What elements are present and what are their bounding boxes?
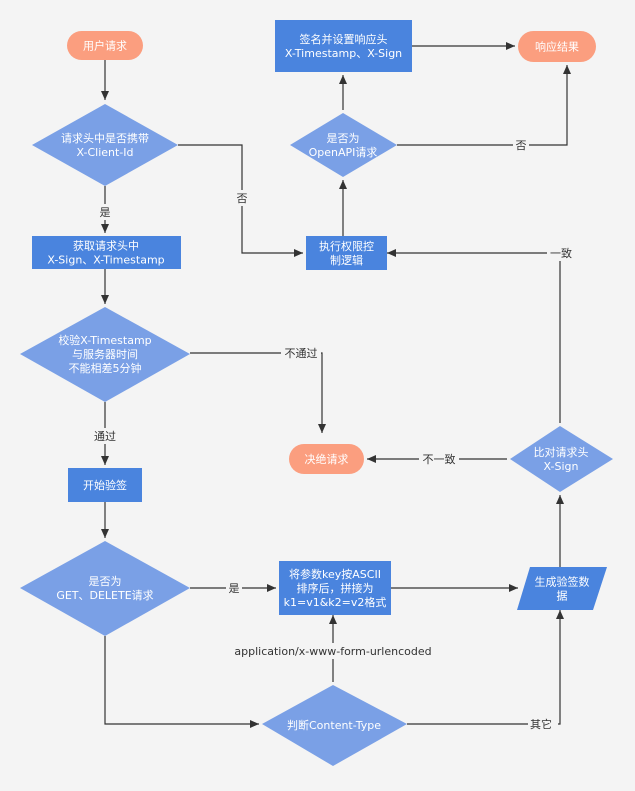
node-label-line: X-Timestamp、X-Sign xyxy=(285,47,402,60)
label-no-client: 否 xyxy=(237,192,248,205)
node-label-line: 制逻辑 xyxy=(330,253,363,267)
terminal-shape xyxy=(518,31,596,62)
node-user-request: 用户请求 xyxy=(67,31,143,60)
edge-openapi-to-response xyxy=(397,65,571,146)
node-label-line: 将参数key按ASCII xyxy=(289,567,381,581)
decision-shape xyxy=(32,104,178,186)
node-label-line: 获取请求头中 xyxy=(73,240,139,253)
edge-timestamp-to-reject xyxy=(190,352,326,433)
edge-contenttype-to-gensign xyxy=(407,610,564,725)
node-label-line: X-Client-Id xyxy=(77,146,134,159)
process-shape xyxy=(279,561,391,615)
label-pass: 通过 xyxy=(94,430,116,443)
decision-shape xyxy=(510,426,613,492)
decision-shape xyxy=(20,541,190,636)
label-other: 其它 xyxy=(530,717,552,731)
node-label-line: 据 xyxy=(557,589,568,603)
node-response: 响应结果 xyxy=(518,31,596,62)
process-shape xyxy=(306,236,387,270)
label-form-urlencoded: application/x-www-form-urlencoded xyxy=(234,645,431,658)
node-label-judge-content-type: 判断Content-Type xyxy=(287,718,381,732)
node-label-line: X-Sign xyxy=(544,460,579,473)
node-label-line: 决绝请求 xyxy=(305,452,349,466)
node-label-line: 比对请求头 xyxy=(534,445,589,459)
edge-compare-to-permission xyxy=(387,249,561,423)
node-label-line: 请求头中是否携带 xyxy=(61,131,149,145)
node-label-line: 签名并设置响应头 xyxy=(300,32,388,46)
node-label-line: 是否为 xyxy=(327,132,360,145)
node-reject: 决绝请求 xyxy=(289,444,364,474)
process-shape xyxy=(68,468,142,502)
node-label-line: 用户请求 xyxy=(83,39,127,53)
terminal-shape xyxy=(67,31,143,60)
node-label-line: X-Sign、X-Timestamp xyxy=(47,254,164,267)
node-label-response: 响应结果 xyxy=(535,40,579,54)
node-label-line: 是否为 xyxy=(89,575,122,588)
node-label-user-request: 用户请求 xyxy=(83,39,127,53)
node-label-line: 排序后，拼接为 xyxy=(297,581,374,595)
label-fail: 不通过 xyxy=(285,347,318,360)
decision-shape xyxy=(262,685,407,766)
node-start-verify: 开始验签 xyxy=(68,468,142,502)
node-label-line: GET、DELETE请求 xyxy=(56,589,153,602)
node-label-line: 生成验签数 xyxy=(535,575,590,589)
node-label-line: 不能相差5分钟 xyxy=(69,361,142,375)
node-gen-sign-data: 生成验签数据 xyxy=(517,567,607,610)
decision-shape xyxy=(290,113,397,177)
node-label-gen-sign-data: 生成验签数据 xyxy=(535,575,590,603)
data-shape xyxy=(517,567,607,610)
terminal-shape xyxy=(289,444,364,474)
node-label-line: 开始验签 xyxy=(83,478,127,492)
process-shape xyxy=(32,236,181,269)
node-label-line: 响应结果 xyxy=(535,40,579,54)
node-exec-permission: 执行权限控制逻辑 xyxy=(306,236,387,270)
label-mismatch: 不一致 xyxy=(423,452,456,466)
node-label-exec-permission: 执行权限控制逻辑 xyxy=(319,239,374,267)
label-yes-client: 是 xyxy=(100,206,111,219)
node-label-line: 与服务器时间 xyxy=(72,348,138,361)
label-yes-get: 是 xyxy=(229,582,240,595)
node-label-line: 校验X-Timestamp xyxy=(58,333,151,347)
process-shape xyxy=(275,20,412,72)
decision-shape xyxy=(20,307,190,402)
node-judge-content-type: 判断Content-Type xyxy=(262,685,407,766)
node-label-start-verify: 开始验签 xyxy=(83,478,127,492)
label-match: 一致 xyxy=(550,246,572,260)
node-label-line: 执行权限控 xyxy=(319,239,374,253)
node-label-line: 判断Content-Type xyxy=(287,718,381,732)
node-label-line: k1=v1&k2=v2格式 xyxy=(284,595,387,609)
node-label-reject: 决绝请求 xyxy=(305,452,349,466)
edge-labels: 是 否 通过 不通过 是 application/x-www-form-urle… xyxy=(90,137,577,732)
node-label-line: OpenAPI请求 xyxy=(309,146,378,159)
label-no-openapi: 否 xyxy=(516,139,527,152)
edge-getdelete-to-contenttype xyxy=(104,636,259,728)
